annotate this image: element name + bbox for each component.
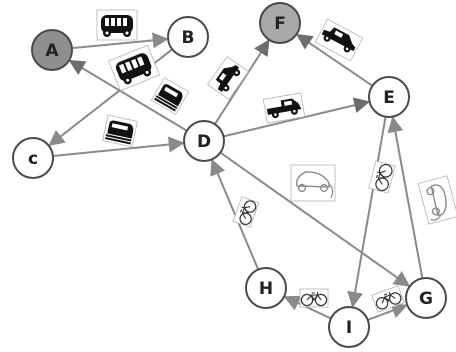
node-circle (259, 2, 301, 44)
node-circle (245, 267, 287, 309)
edge-c-d (52, 136, 185, 158)
train-icon (102, 114, 138, 148)
edge-i-g (367, 302, 408, 321)
node-label: A (45, 41, 59, 61)
edge-g-e (387, 116, 424, 279)
edge-d-g (219, 151, 411, 287)
electric-car-icon (290, 164, 336, 202)
bus-icon (108, 44, 160, 92)
node-circle (12, 137, 54, 179)
edge-d-e (223, 97, 371, 138)
node-label: D (197, 132, 211, 152)
node-circle (183, 120, 225, 162)
node-h: H (245, 267, 287, 309)
node-i: I (328, 306, 370, 348)
node-label: G (419, 289, 433, 309)
node-d: D (183, 120, 225, 162)
car-icon (314, 18, 364, 62)
bicycle-icon (371, 285, 405, 313)
nodes: A Bc D E F G H I (12, 2, 447, 348)
edge-e-i (347, 116, 387, 308)
edge-i-h (283, 295, 332, 320)
node-f: F (259, 2, 301, 44)
node-label: I (346, 318, 352, 338)
node-circle (405, 277, 447, 319)
vehicle-icons (96, 9, 456, 313)
node-label: B (182, 28, 195, 48)
bicycle-icon (299, 288, 329, 308)
bus-icon (96, 9, 138, 41)
train-icon (150, 77, 190, 115)
node-circle (328, 306, 370, 348)
node-circle (368, 76, 410, 118)
edge-a-b (71, 32, 169, 50)
electric-car-icon (417, 175, 456, 225)
car-icon (207, 56, 249, 100)
edge-d-f (213, 39, 270, 125)
truck-icon (262, 92, 306, 124)
bicycle-icon (232, 196, 260, 228)
node-b: B (167, 16, 209, 58)
node-a: A (31, 29, 73, 71)
edge-e-f (296, 33, 374, 87)
node-label: F (274, 14, 286, 34)
node-label: E (383, 88, 395, 108)
node-e: E (368, 76, 410, 118)
node-c: c (12, 137, 54, 179)
node-label: c (28, 149, 38, 169)
node-circle (31, 29, 73, 71)
node-label: H (259, 279, 273, 299)
node-circle (167, 16, 209, 58)
edge-d-a (68, 59, 188, 132)
node-g: G (405, 277, 447, 319)
bicycle-icon (368, 160, 396, 194)
